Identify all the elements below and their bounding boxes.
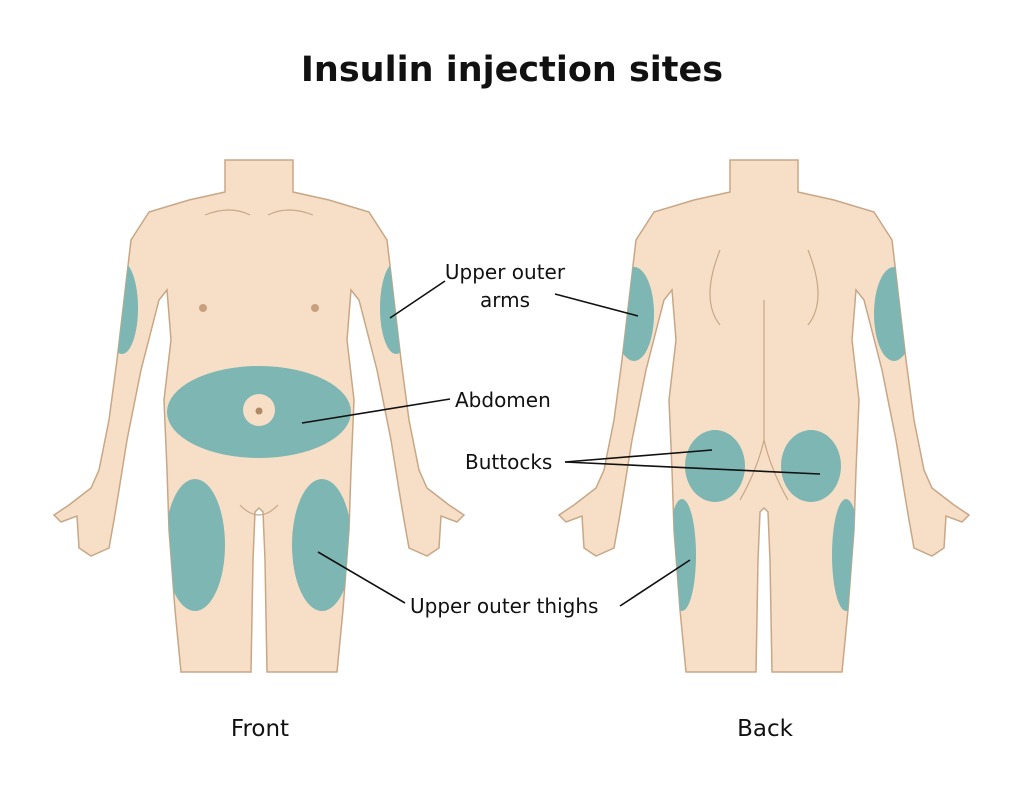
label-upper-outer-thighs: Upper outer thighs — [410, 594, 599, 618]
back-right-arm-site — [874, 267, 914, 361]
back-left-arm-site — [614, 267, 654, 361]
front-left-arm-site — [106, 262, 138, 354]
leader-lines — [301, 280, 821, 607]
front-right-arm-site — [380, 262, 412, 354]
diagram-title: Insulin injection sites — [300, 50, 724, 90]
label-back: Back — [737, 716, 793, 742]
navel-dot — [255, 407, 263, 415]
label-upper-outer-arms: Upper outer arms — [444, 260, 566, 312]
front-right-thigh-site — [292, 479, 352, 611]
nipple — [311, 304, 319, 312]
label-buttocks: Buttocks — [465, 450, 553, 474]
front-left-thigh-site — [165, 479, 225, 611]
right-buttock-site — [781, 430, 841, 502]
label-abdomen: Abdomen — [455, 388, 551, 412]
back-left-thigh-site — [668, 499, 696, 611]
back-right-thigh-site — [832, 499, 860, 611]
back-contours — [709, 249, 819, 501]
front-contours — [204, 209, 314, 516]
left-buttock-site — [685, 430, 745, 502]
label-front: Front — [230, 716, 290, 742]
nipple — [199, 304, 207, 312]
